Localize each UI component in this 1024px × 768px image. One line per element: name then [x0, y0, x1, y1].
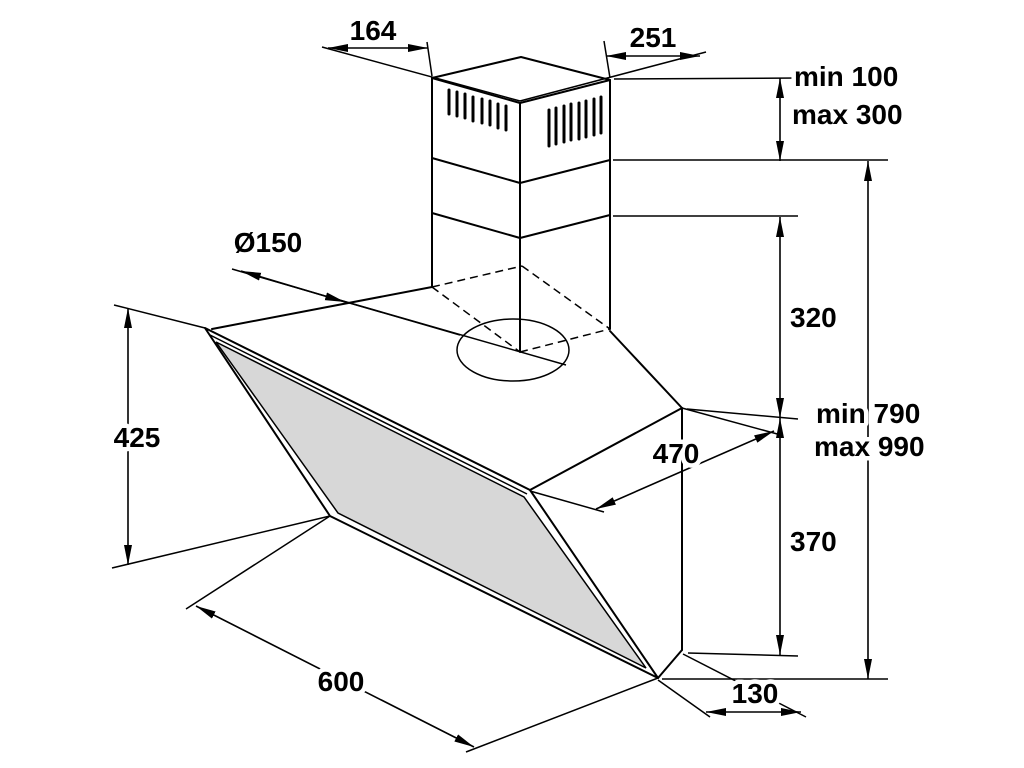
glass-panel-surface: [215, 341, 647, 669]
dimension-label: 164: [350, 15, 397, 46]
chimney-top-back-edges: [431, 56, 611, 81]
dimension-370: 370: [687, 418, 841, 657]
dimension-label: 130: [732, 678, 779, 709]
dimension-line: [240, 270, 346, 303]
duct-hole: [456, 318, 570, 382]
extension-line: [657, 679, 711, 718]
dimension-min790-max990: min 790 max 990: [662, 161, 929, 680]
dimension-470: 470: [529, 407, 782, 513]
hidden-edge: [519, 328, 611, 353]
vent-slots-left: [447, 88, 508, 132]
extension-line: [519, 51, 707, 102]
chimney-upper-joint: [431, 157, 611, 184]
extension-line: [111, 515, 331, 569]
dimension-duct-diameter: Ø150: [229, 223, 567, 366]
extension-line: [335, 298, 567, 366]
dimension-label: min 100: [794, 61, 898, 92]
extension-line: [687, 652, 799, 657]
body-top-left-edge: [211, 286, 433, 330]
extension-line: [603, 40, 611, 79]
hidden-edge: [431, 265, 523, 288]
extension-line: [426, 41, 433, 77]
dimension-label: Ø150: [234, 227, 303, 258]
chimney-top-front-edges: [431, 77, 611, 104]
dimension-line: [595, 430, 775, 510]
dimension-label: 320: [790, 302, 837, 333]
extension-line: [682, 653, 807, 718]
glass-panel: [204, 327, 659, 679]
chimney: [431, 56, 611, 353]
dimension-label: 251: [630, 22, 677, 53]
extension-line: [529, 490, 605, 513]
hidden-edge: [521, 265, 611, 330]
dimension-label: 425: [114, 422, 161, 453]
dimension-164: 164: [321, 11, 521, 102]
extension-line: [681, 407, 782, 436]
dimension-label: max 990: [814, 431, 925, 462]
body-bottom-edge: [657, 649, 683, 679]
dimension-320: 320: [613, 215, 841, 420]
glass-edge-line: [209, 334, 528, 495]
dimension-label: 370: [790, 526, 837, 557]
hidden-edge: [431, 286, 521, 353]
dimension-600: 600: [185, 515, 659, 753]
dimension-425: 425: [109, 304, 331, 569]
extension-line: [613, 77, 799, 80]
dimension-251: 251: [519, 18, 707, 102]
body-top-right-edge: [609, 330, 683, 409]
dimension-label: min 790: [816, 398, 920, 429]
dimension-min100-max300: min 100 max 300: [613, 57, 907, 161]
vent-slots-right: [547, 95, 603, 148]
dimension-130: 130: [657, 653, 807, 718]
extension-line: [185, 515, 331, 610]
dimension-label: 600: [318, 666, 365, 697]
chimney-footprint-hidden: [431, 265, 611, 382]
dimension-label: 470: [653, 438, 700, 469]
extension-line: [321, 46, 521, 102]
chimney-lower-joint: [431, 212, 611, 239]
dimensions: 164 251 min 100 max 300 320 3: [109, 11, 929, 753]
dimension-label: max 300: [792, 99, 903, 130]
dimension-line: [195, 605, 475, 748]
hood-drawing: [204, 56, 683, 679]
extension-line: [465, 677, 659, 753]
